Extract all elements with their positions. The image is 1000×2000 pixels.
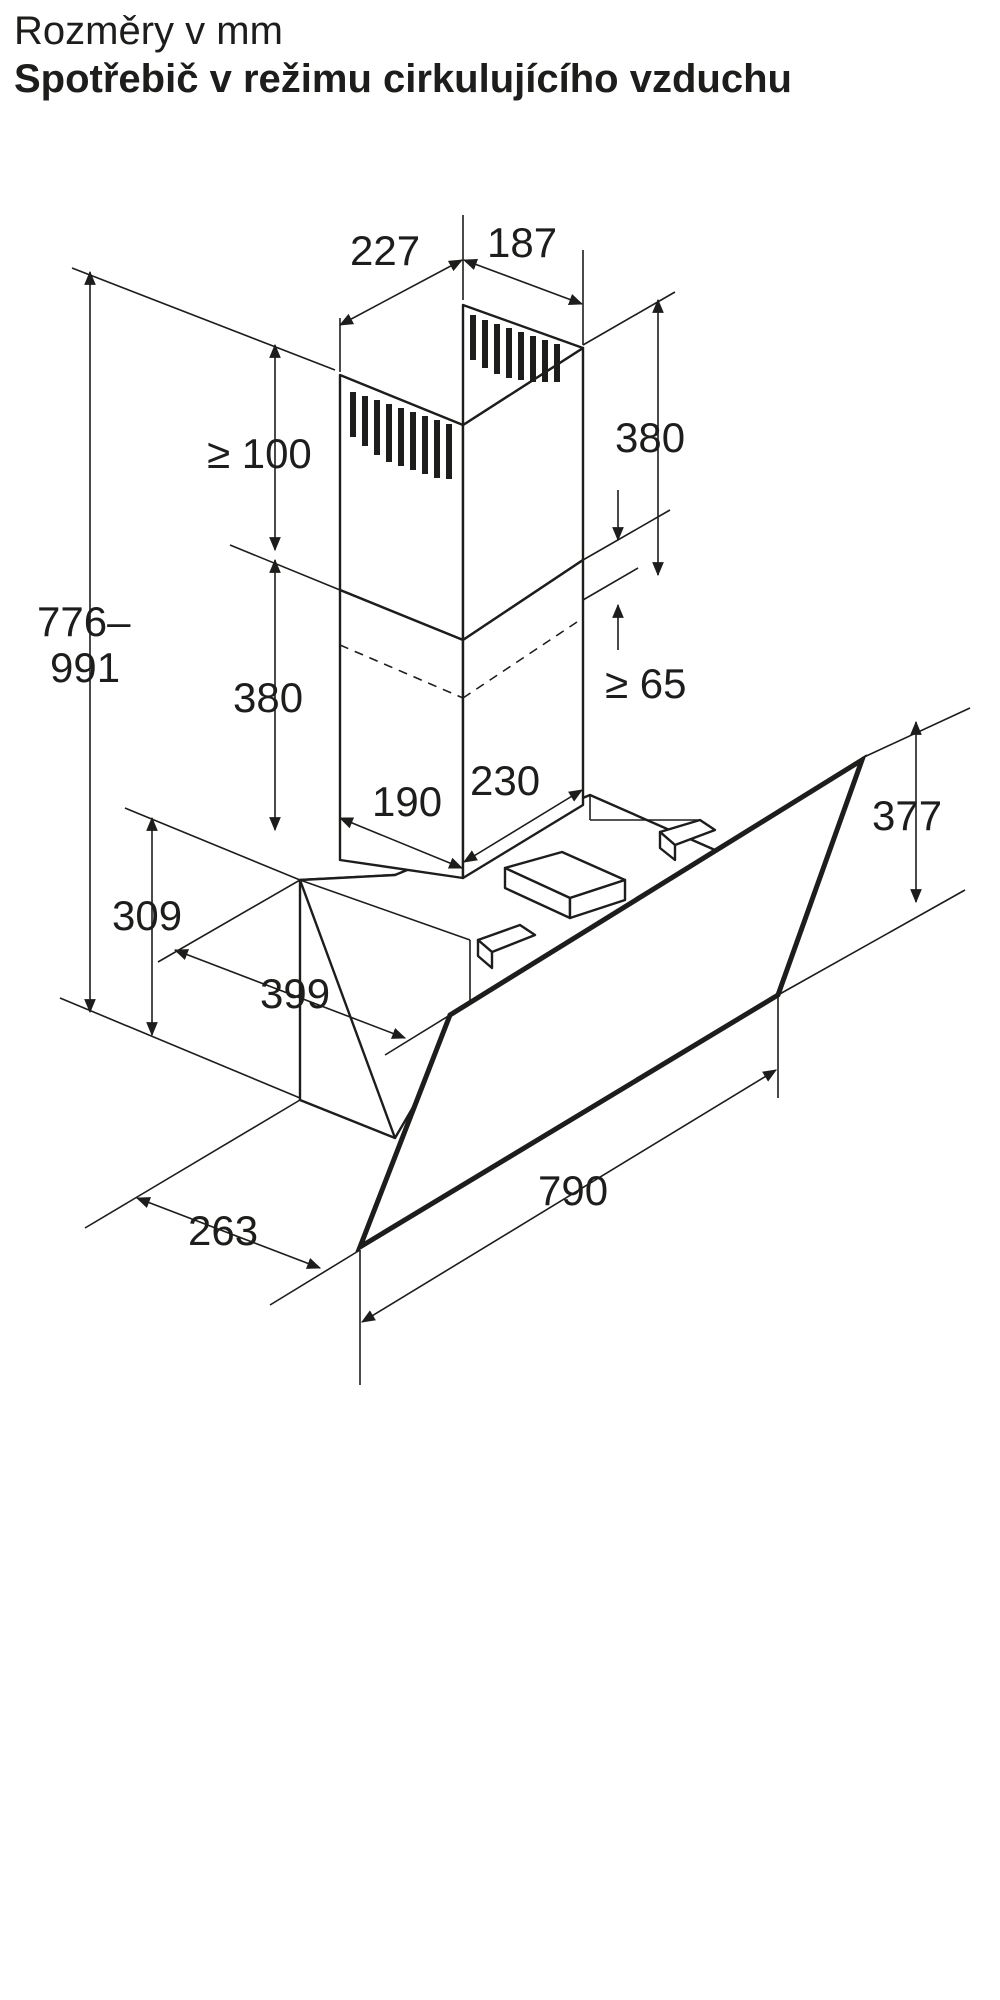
dim-line-187 <box>462 259 584 305</box>
dim-line-190 <box>338 817 464 869</box>
label-309: 309 <box>112 892 182 939</box>
page-subtitle: Spotřebič v režimu cirkulujícího vzduchu <box>14 57 792 101</box>
grease-filter-left <box>476 923 537 970</box>
label-380-lower: 380 <box>233 674 303 721</box>
dim-line-399 <box>173 949 407 1039</box>
dim-line-227 <box>338 259 464 326</box>
dim-line-263 <box>135 1197 322 1269</box>
dim-line-790 <box>361 1069 777 1323</box>
dimension-labels: 227 187 ≥ 100 380 380 ≥ 65 776– 991 190 … <box>37 219 942 1254</box>
label-230: 230 <box>470 757 540 804</box>
label-399: 399 <box>260 970 330 1017</box>
chimney-vents-left <box>350 392 452 479</box>
label-total-height-1: 776– <box>37 598 131 645</box>
extension-lines <box>59 215 971 1385</box>
label-790: 790 <box>538 1167 608 1214</box>
label-190: 190 <box>372 778 442 825</box>
dim-line-230 <box>463 789 583 863</box>
label-377: 377 <box>872 792 942 839</box>
carbon-filter-block <box>503 850 627 920</box>
label-380-upper: 380 <box>615 414 685 461</box>
chimney-vents-back <box>470 315 560 382</box>
page-title: Rozměry v mm <box>14 9 283 53</box>
label-263: 263 <box>188 1207 258 1254</box>
label-227: 227 <box>350 227 420 274</box>
dimension-lines <box>84 259 922 1323</box>
label-total-height-2: 991 <box>50 644 120 691</box>
label-65: ≥ 65 <box>605 660 686 707</box>
label-187: 187 <box>487 219 557 266</box>
label-100: ≥ 100 <box>207 430 312 477</box>
grease-filter-right <box>658 818 717 862</box>
